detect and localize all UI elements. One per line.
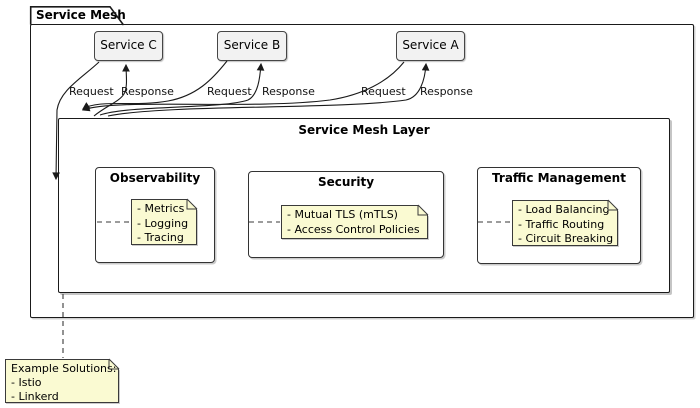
note-line: - Logging [137,216,189,230]
edge-label-response-b: Response [262,85,315,98]
note-security: - Mutual TLS (mTLS) - Access Control Pol… [281,205,428,239]
edge-label-request-b: Request [207,85,252,98]
edge-label-response-a: Response [420,85,473,98]
note-line: - Mutual TLS (mTLS) [287,208,398,221]
component-observability-title: Observability [109,171,201,185]
node-service-b: Service B [217,31,287,61]
note-line: - Load Balancing [518,203,610,216]
note-line: - Linkerd [11,390,59,403]
note-line: Example Solutions: [11,362,117,375]
note-line: - Circuit Breaking [518,232,614,245]
edge-label-request-c: Request [69,85,114,98]
node-service-a: Service A [396,31,465,61]
node-service-c: Service C [94,31,163,61]
inner-frame-title: Service Mesh Layer [298,123,430,137]
component-security-title: Security [317,175,375,189]
edge-label-request-a: Request [361,85,406,98]
note-line: - Metrics [137,202,185,215]
edge-label-response-c: Response [121,85,174,98]
note-line: - Istio [11,376,42,389]
note-line: - Access Control Policies [287,222,420,236]
component-traffic-management-title: Traffic Management [492,171,626,185]
note-traffic-management: - Load Balancing - Traffic Routing - Cir… [512,200,618,246]
note-line: - Traffic Routing [518,217,605,231]
note-example-solutions: Example Solutions: - Istio - Linkerd [5,359,119,403]
frame-tab-label: Service Mesh [36,8,126,22]
note-line: - Tracing [137,231,184,244]
note-observability: - Metrics - Logging - Tracing [131,199,197,245]
